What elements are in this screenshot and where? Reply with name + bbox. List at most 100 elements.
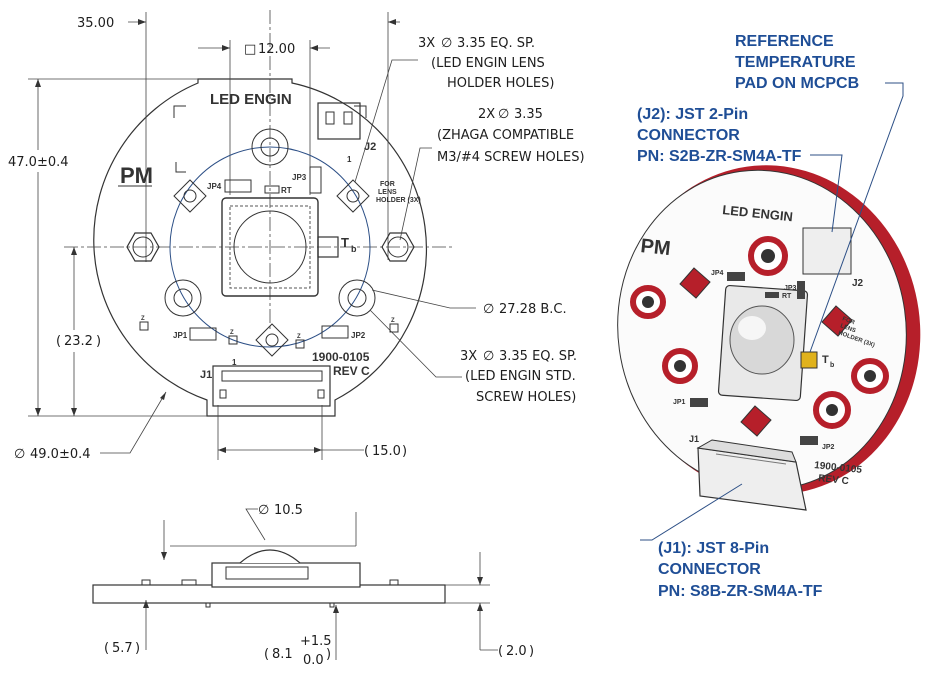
svg-text:3.35: 3.35 xyxy=(514,107,543,122)
svg-text:2X: 2X xyxy=(478,107,495,122)
j1-connector xyxy=(212,365,331,407)
svg-text:0.0: 0.0 xyxy=(303,653,324,668)
jp1-pad xyxy=(189,327,217,341)
iso-j2 xyxy=(802,227,852,275)
offset-dim-label: 23.2 xyxy=(64,334,93,349)
tb-pad xyxy=(317,236,339,258)
svg-text:Z: Z xyxy=(297,334,301,340)
svg-text:Z: Z xyxy=(141,316,145,322)
front-view: 35.00 □ 12.00 47.0±0.4 ( 23.2 ) xyxy=(8,10,585,462)
lens-holder-hole-left xyxy=(164,279,202,317)
part-number-silk: 1900-0105 xyxy=(312,350,370,364)
svg-text:1: 1 xyxy=(347,155,352,164)
svg-text:TEMPERATURE: TEMPERATURE xyxy=(735,54,856,71)
brand-silk: LED ENGIN xyxy=(210,91,292,108)
svg-text:SCREW HOLES): SCREW HOLES) xyxy=(476,390,576,405)
svg-text:): ) xyxy=(529,644,534,659)
svg-text:(LED ENGIN STD.: (LED ENGIN STD. xyxy=(465,369,576,384)
jp3-pad xyxy=(309,166,322,194)
rt-pad xyxy=(264,185,280,194)
height-dim-label: 47.0±0.4 xyxy=(8,155,69,170)
svg-text:REV C: REV C xyxy=(818,473,850,487)
svg-text:b: b xyxy=(351,244,357,254)
svg-text:JP2: JP2 xyxy=(822,444,835,451)
svg-text:3.35 EQ. SP.: 3.35 EQ. SP. xyxy=(457,36,535,51)
side-height-dim: 8.1 xyxy=(272,647,293,662)
std-hole-right xyxy=(336,179,370,213)
svg-text:CONNECTOR: CONNECTOR xyxy=(658,561,761,578)
side-left-dim: 5.7 xyxy=(112,641,133,656)
svg-text:JP3: JP3 xyxy=(784,285,797,292)
svg-text:Z: Z xyxy=(230,330,234,336)
svg-text:M3/#4 SCREW HOLES): M3/#4 SCREW HOLES) xyxy=(437,150,585,165)
std-hole-left xyxy=(173,179,207,213)
rev-silk: REV C xyxy=(333,364,370,378)
svg-text:∅: ∅ xyxy=(498,107,509,122)
bc-dim-label: 27.28 B.C. xyxy=(499,302,567,317)
side-dome xyxy=(239,549,301,564)
svg-text:FOR: FOR xyxy=(841,316,856,326)
svg-text:1: 1 xyxy=(232,358,237,367)
svg-text:(ZHAGA COMPATIBLE: (ZHAGA COMPATIBLE xyxy=(437,128,574,143)
svg-text:(: ( xyxy=(104,641,109,656)
bolt-circle xyxy=(169,146,371,348)
svg-text:JP1: JP1 xyxy=(173,331,188,340)
svg-text:): ) xyxy=(402,444,407,459)
svg-text:CONNECTOR: CONNECTOR xyxy=(637,127,740,144)
svg-text:T: T xyxy=(822,354,829,366)
lens-holder-hole-right xyxy=(338,279,376,317)
svg-text:(: ( xyxy=(264,647,269,662)
svg-text:(: ( xyxy=(364,444,369,459)
svg-text:Z: Z xyxy=(391,318,395,324)
iso-brand: LED ENGIN xyxy=(722,202,794,224)
svg-text:3X: 3X xyxy=(460,349,477,364)
svg-text:+1.5: +1.5 xyxy=(300,634,332,649)
svg-text:RT: RT xyxy=(782,293,792,300)
svg-text:∅: ∅ xyxy=(258,503,269,518)
zhaga-hole-right xyxy=(381,232,415,262)
svg-text:): ) xyxy=(96,334,101,349)
connector-offset-label: 15.0 xyxy=(372,444,401,459)
svg-text:J2: J2 xyxy=(852,278,864,289)
offset-dim-label-open: ( xyxy=(56,334,61,349)
svg-text:∅: ∅ xyxy=(441,36,452,51)
board-shape xyxy=(93,78,428,417)
svg-text:JP1: JP1 xyxy=(673,399,686,406)
svg-text:J1: J1 xyxy=(689,434,699,444)
zhaga-hole-left xyxy=(126,232,160,262)
jp4-pad xyxy=(224,179,252,193)
pm-silk: PM xyxy=(120,163,153,188)
svg-text:JP4: JP4 xyxy=(711,270,724,277)
svg-text:JP4: JP4 xyxy=(207,182,222,191)
diameter-dim-label: 49.0±0.4 xyxy=(30,447,91,462)
ref-temp-label-1: REFERENCE xyxy=(735,33,834,50)
dome-dia-label: 10.5 xyxy=(274,503,303,518)
j2-silk: J2 xyxy=(364,141,376,153)
j1-silk: J1 xyxy=(200,369,212,381)
svg-text:PN: S2B-ZR-SM4A-TF: PN: S2B-ZR-SM4A-TF xyxy=(637,148,802,165)
svg-text:): ) xyxy=(326,647,331,662)
iso-tb-pad xyxy=(800,351,818,369)
iso-pm: PM xyxy=(639,235,671,260)
svg-text:∅: ∅ xyxy=(483,302,494,317)
j1-callout-1: (J1): JST 8-Pin xyxy=(658,540,769,557)
svg-text:LENS: LENS xyxy=(378,189,397,196)
j2-connector xyxy=(317,102,361,140)
square-dim-label: 12.00 xyxy=(258,42,295,57)
svg-text:(LED ENGIN LENS: (LED ENGIN LENS xyxy=(431,56,545,71)
svg-text:PN: S8B-ZR-SM4A-TF: PN: S8B-ZR-SM4A-TF xyxy=(658,583,823,600)
svg-text:HOLDER (3X): HOLDER (3X) xyxy=(376,197,421,204)
j2-callout-1: (J2): JST 2-Pin xyxy=(637,106,748,123)
svg-text:3.35 EQ. SP.: 3.35 EQ. SP. xyxy=(499,349,577,364)
svg-text:∅: ∅ xyxy=(483,349,494,364)
std-hole-bottom xyxy=(255,323,289,357)
jp2-pad xyxy=(321,325,349,339)
board-thickness-dim: 2.0 xyxy=(506,644,527,659)
svg-text:HOLDER HOLES): HOLDER HOLES) xyxy=(447,76,554,91)
svg-text:JP2: JP2 xyxy=(351,331,366,340)
tb-label: T xyxy=(341,235,349,250)
svg-text:JP3: JP3 xyxy=(292,173,307,182)
svg-text:b: b xyxy=(830,362,834,369)
